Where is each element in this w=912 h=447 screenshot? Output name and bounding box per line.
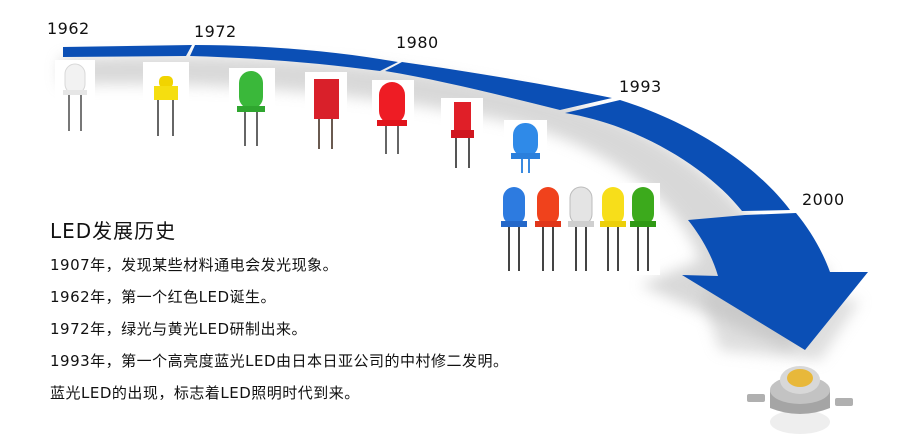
yellow-led-icon <box>143 62 189 140</box>
band-segment-1993 <box>565 100 790 211</box>
band-segment-1972 <box>190 45 398 71</box>
history-line-1907: 1907年，发现某些材料通电会发光现象。 <box>50 256 339 274</box>
red-cylindrical-led-icon <box>441 98 483 172</box>
year-label-2000: 2000 <box>802 190 845 209</box>
green-led-small-icon <box>630 187 656 271</box>
green-led-icon <box>229 68 275 148</box>
history-text-block: LED发展历史 1907年，发现某些材料通电会发光现象。 1962年，第一个红色… <box>50 215 509 418</box>
year-label-1980: 1980 <box>396 33 439 52</box>
section-title: LED发展历史 <box>50 219 177 243</box>
blue-led-small-icon <box>501 187 527 271</box>
band-segment-1980 <box>385 62 612 110</box>
history-line-1962: 1962年，第一个红色LED诞生。 <box>50 288 277 306</box>
history-line-conclusion: 蓝光LED的出现，标志着LED照明时代到来。 <box>50 384 360 402</box>
high-power-led-icon <box>745 362 855 442</box>
year-label-1962: 1962 <box>47 19 90 38</box>
history-line-1993: 1993年，第一个高亮度蓝光LED由日本日亚公司的中村修二发明。 <box>50 352 509 370</box>
history-line-1972: 1972年，绿光与黄光LED研制出来。 <box>50 320 308 338</box>
year-label-1972: 1972 <box>194 22 237 41</box>
band-segment-1962 <box>63 45 192 57</box>
white-led-small-icon <box>568 186 594 271</box>
blue-led-icon <box>504 120 547 180</box>
yellow-led-small-icon <box>600 187 626 271</box>
red-round-led-icon <box>372 80 414 158</box>
red-rectangular-led-icon <box>305 72 347 152</box>
white-led-icon <box>55 60 95 135</box>
year-label-1993: 1993 <box>619 77 662 96</box>
red-led-small-icon <box>535 187 561 271</box>
led-color-row <box>497 183 660 275</box>
arrowhead-segment-2000 <box>682 213 868 350</box>
